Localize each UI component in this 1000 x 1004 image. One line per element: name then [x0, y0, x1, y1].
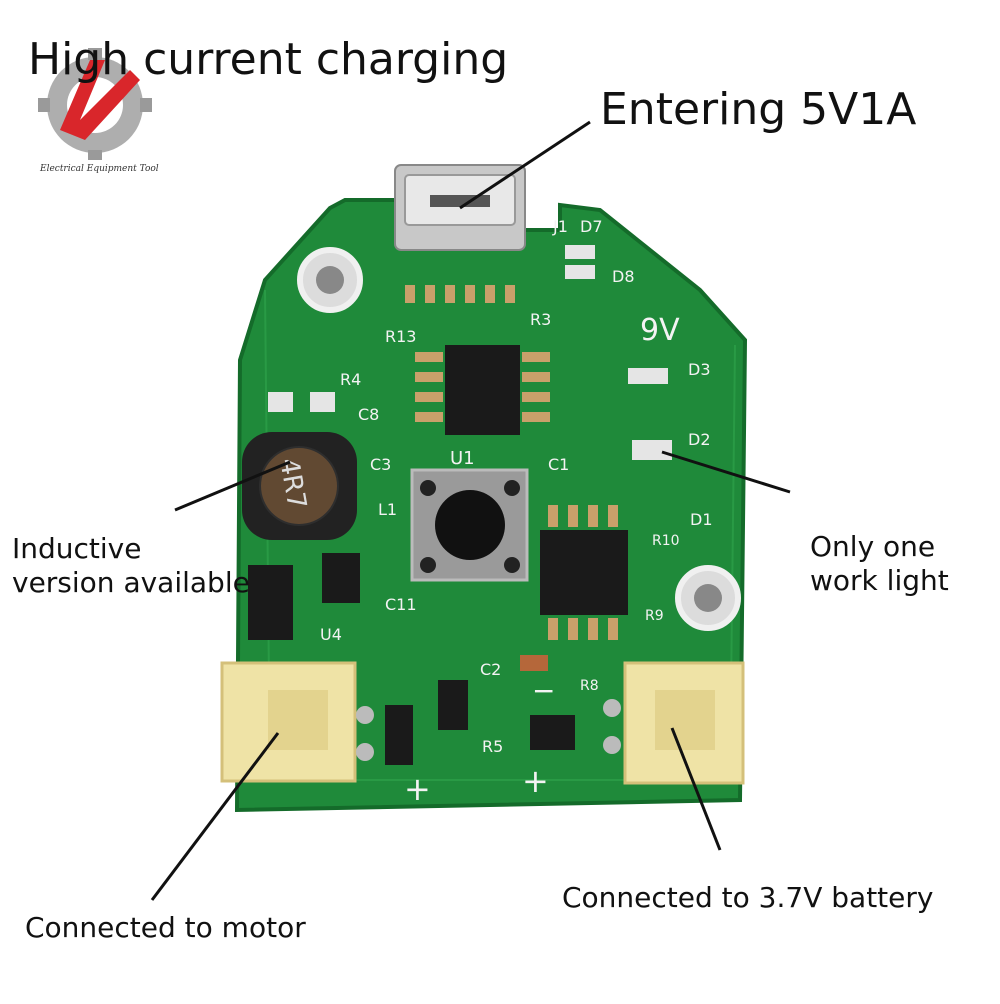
callout-line-battery	[670, 727, 722, 851]
silk-minus: −	[532, 674, 555, 707]
silk-r8: R8	[580, 678, 599, 694]
silk-r10: R10	[652, 533, 680, 549]
ic-top	[445, 345, 520, 435]
silk-r3: R3	[530, 310, 551, 329]
push-button	[410, 468, 529, 582]
battery-connector	[603, 661, 745, 785]
callout-work-light: Only one work light	[810, 530, 949, 597]
silk-r9: R9	[645, 608, 664, 624]
callout-line-entering	[459, 120, 591, 210]
brand-logo	[38, 48, 152, 160]
callout-line-inductive	[174, 460, 291, 512]
silk-u4: U4	[320, 625, 342, 644]
silk-c3: C3	[370, 455, 391, 474]
silk-d2: D2	[688, 430, 711, 449]
page-title: High current charging	[28, 34, 509, 85]
silk-plus-left: +	[404, 770, 431, 808]
silk-c1: C1	[548, 455, 569, 474]
ic-right	[540, 530, 628, 615]
silk-r5: R5	[482, 737, 503, 756]
silk-d8: D8	[612, 267, 635, 286]
silk-9v: 9V	[640, 313, 680, 348]
silk-j1: J1	[552, 217, 568, 236]
motor-connector	[220, 661, 374, 783]
callout-entering: Entering 5V1A	[600, 84, 917, 135]
silk-u1: U1	[450, 448, 475, 469]
silk-r13: R13	[385, 327, 416, 346]
silk-d1: D1	[690, 510, 713, 529]
silk-c2: C2	[480, 660, 501, 679]
silk-r4: R4	[340, 370, 361, 389]
callout-motor: Connected to motor	[25, 911, 306, 944]
silk-c11: C11	[385, 595, 417, 614]
callout-battery: Connected to 3.7V battery	[562, 881, 934, 914]
callout-line-motor	[150, 732, 280, 901]
logo-caption: Electrical Equipment Tool	[40, 164, 159, 174]
silk-c8: C8	[358, 405, 379, 424]
callout-inductive: Inductive version available	[12, 532, 250, 599]
silk-l1: L1	[378, 500, 397, 519]
silk-d7: D7	[580, 217, 603, 236]
silk-plus-right: +	[522, 762, 549, 800]
callout-line-work-light	[661, 450, 791, 494]
silk-d3: D3	[688, 360, 711, 379]
